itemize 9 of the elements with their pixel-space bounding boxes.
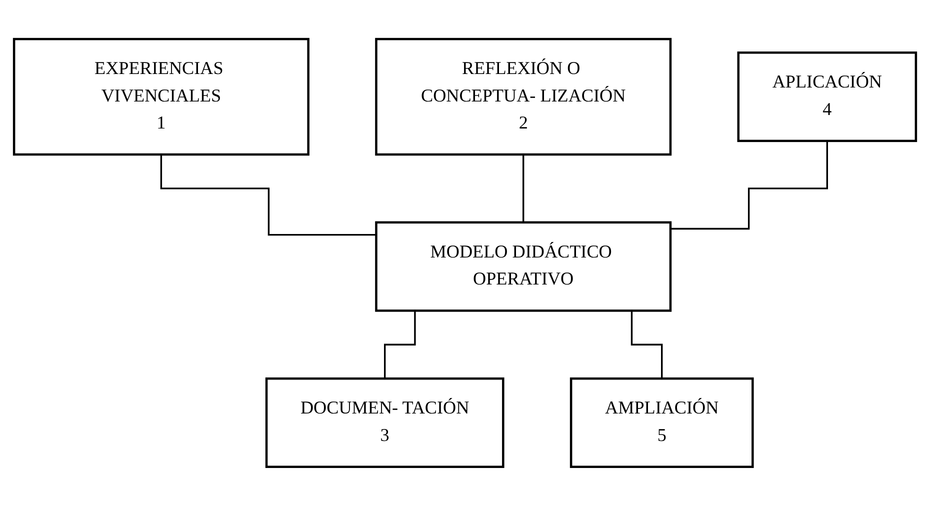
connector	[160, 154, 376, 236]
connector	[522, 154, 524, 224]
node-box: MODELO DIDÁCTICO OPERATIVO	[375, 221, 672, 312]
node-box: EXPERIENCIAS VIVENCIALES 1	[12, 38, 310, 156]
node-box: REFLEXIÓN O CONCEPTUA- LIZACIÓN 2	[375, 38, 672, 156]
node-box: AMPLIACIÓN 5	[570, 378, 754, 468]
node-box: DOCUMEN- TACIÓN 3	[265, 378, 504, 468]
node-box: APLICACIÓN 4	[737, 52, 918, 142]
connector	[670, 140, 828, 230]
